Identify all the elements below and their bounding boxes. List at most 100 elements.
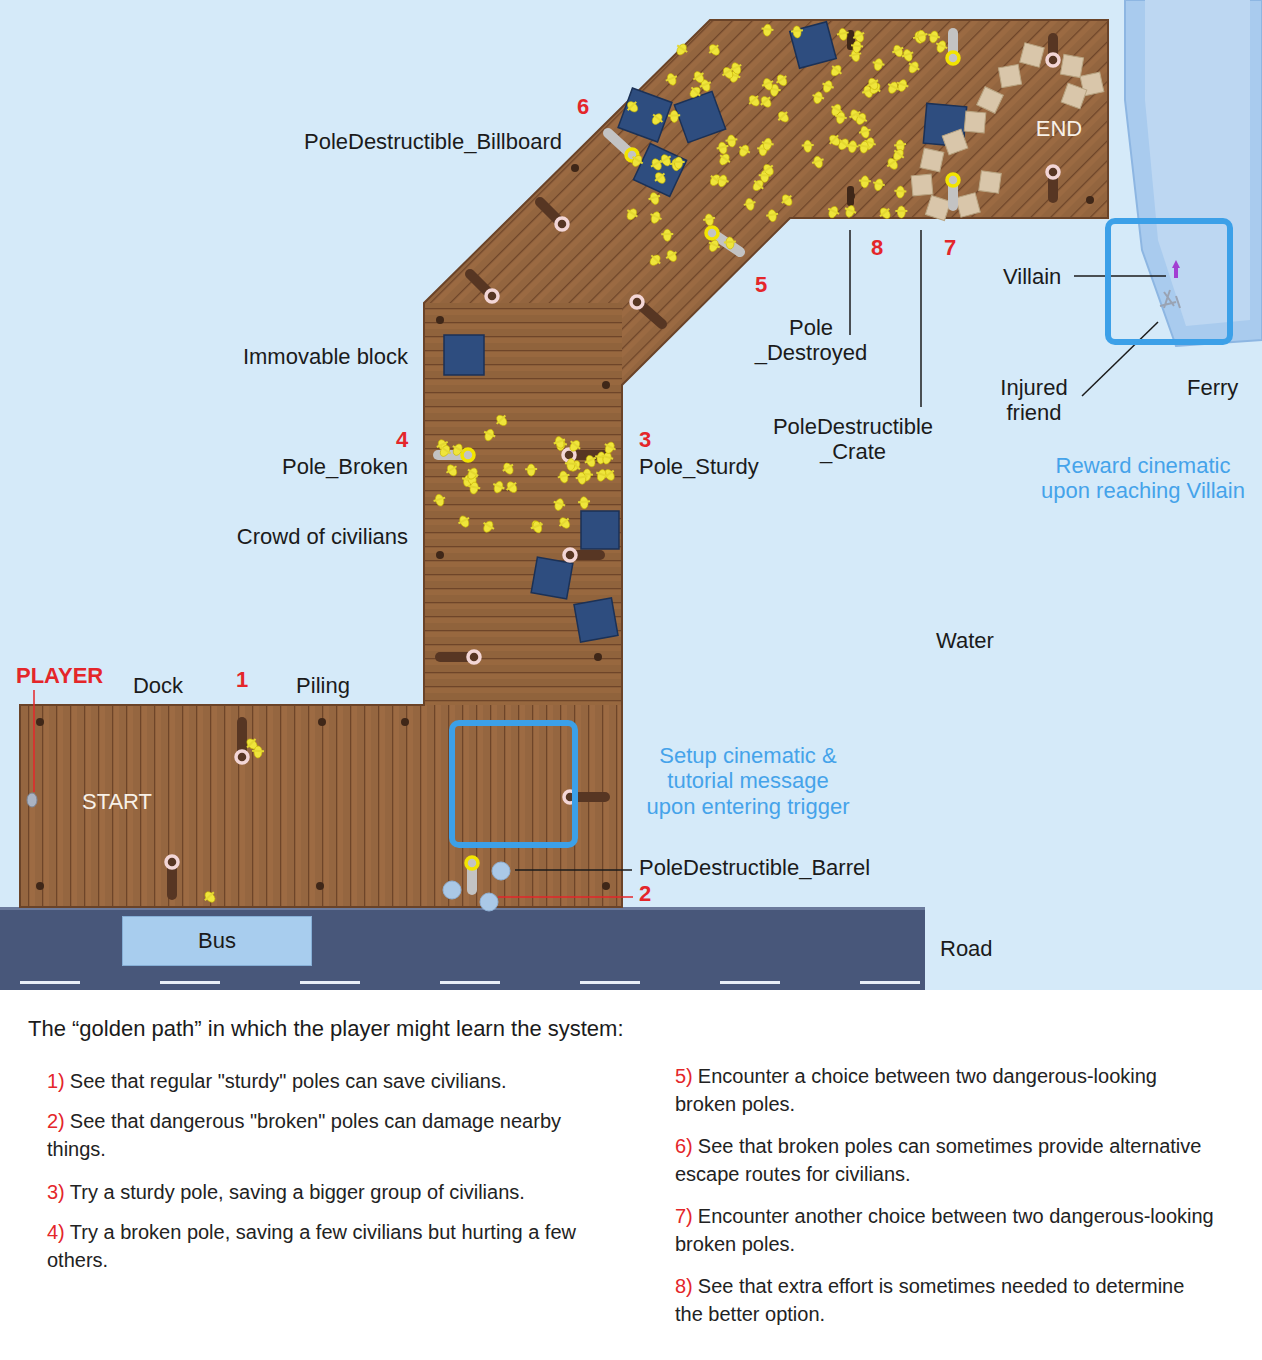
civilian: [432, 493, 447, 508]
golden-path-step: 5)Encounter a choice between two dangero…: [675, 1062, 1215, 1118]
civilian: [444, 462, 461, 479]
crate: [1061, 83, 1087, 109]
sturdy-pole: [166, 856, 178, 895]
civilian: [664, 248, 680, 264]
barrels: [443, 862, 510, 911]
civilian: [765, 209, 779, 223]
civilian: [491, 479, 507, 495]
callout-number: 3: [639, 427, 651, 452]
injured-friend-figure: [1160, 290, 1180, 308]
map-label: Pole_Sturdy: [639, 454, 759, 479]
piling: [318, 718, 326, 726]
golden-path-step: 2)See that dangerous "broken" poles can …: [47, 1107, 587, 1163]
civilian: [624, 206, 641, 223]
civilian: [885, 80, 901, 96]
civilian: [760, 161, 777, 178]
piling: [401, 718, 409, 726]
page-ground: [0, 990, 1262, 1360]
barrel: [480, 893, 498, 911]
piling: [36, 718, 44, 726]
step-text: See that extra effort is sometimes neede…: [675, 1275, 1184, 1325]
ferry-deck: [1145, 0, 1250, 326]
sturdy-pole: [1047, 166, 1059, 198]
sturdy-pole: [236, 722, 248, 763]
poles: [166, 33, 1059, 895]
map-label: Immovable block: [243, 344, 408, 369]
crate: [979, 171, 1002, 194]
civilian: [790, 25, 803, 38]
civilian: [493, 412, 510, 429]
civilian: [661, 229, 673, 241]
crate: [925, 195, 950, 220]
civilian: [525, 464, 537, 476]
destroyed-pole: [847, 186, 854, 206]
golden-path-step: 4)Try a broken pole, saving a few civili…: [47, 1218, 587, 1274]
civilian: [647, 252, 664, 269]
civilian: [648, 210, 664, 226]
civilian: [760, 76, 776, 92]
golden-path-step: 1)See that regular "sturdy" poles can sa…: [47, 1067, 587, 1095]
civilian: [664, 72, 680, 88]
vehicle-box: Bus: [122, 916, 312, 966]
civilian: [673, 41, 690, 58]
crate: [1060, 54, 1083, 77]
civilian: [480, 519, 496, 535]
civilian: [202, 889, 219, 906]
civilian: [557, 470, 571, 484]
sturdy-pole: [470, 274, 498, 302]
civilian: [736, 143, 752, 159]
step-text: Encounter a choice between two dangerous…: [675, 1065, 1157, 1115]
map-label: PoleDestructible_Billboard: [304, 129, 562, 154]
civilian: [578, 496, 591, 509]
trigger-note: Setup cinematic & tutorial message upon …: [644, 743, 852, 819]
civilian: [629, 153, 646, 170]
step-number: 2): [47, 1110, 65, 1132]
dock-deck: [20, 705, 622, 907]
lane-dash: [300, 981, 360, 984]
civilian: [658, 152, 674, 168]
leader-line: [920, 230, 922, 407]
civilian: [853, 111, 869, 127]
civilian: [894, 186, 907, 199]
civilian: [811, 155, 826, 170]
civilian: [811, 90, 826, 105]
map-label: Villain: [1003, 264, 1061, 289]
civilian: [649, 111, 666, 128]
civilian: [715, 173, 730, 188]
civilian: [706, 41, 723, 58]
lane-dash: [20, 981, 80, 984]
map-label: Water: [936, 628, 994, 653]
civilian: [858, 125, 873, 140]
immovable-block: [531, 557, 573, 599]
crate: [942, 129, 968, 155]
civilian: [746, 92, 763, 109]
villain-figure: [1172, 260, 1180, 278]
leader-line: [33, 690, 35, 792]
immovable-block: [790, 22, 837, 69]
golden-path-step: 6)See that broken poles can sometimes pr…: [675, 1132, 1215, 1188]
immovable-block: [618, 88, 672, 142]
sturdy-pole: [1047, 38, 1059, 66]
piling: [602, 381, 610, 389]
civilian: [602, 440, 618, 456]
water: [0, 0, 1262, 990]
civilian: [566, 437, 583, 454]
civilian: [858, 175, 871, 188]
sturdy-pole: [440, 651, 480, 663]
step-text: Try a broken pole, saving a few civilian…: [47, 1221, 576, 1271]
vehicle-label: Bus: [198, 928, 236, 954]
civilian: [743, 197, 758, 212]
civilian: [652, 170, 669, 187]
map-label: END: [1036, 116, 1082, 141]
civilian: [504, 479, 521, 496]
golden-path-step: 3)Try a sturdy pole, saving a bigger gro…: [47, 1178, 587, 1206]
civilian: [842, 204, 858, 220]
leader-lines: [34, 230, 1166, 897]
broken-pole: [947, 33, 959, 64]
civilian: [530, 519, 546, 535]
civilian: [779, 192, 796, 209]
broken-pole: [706, 227, 740, 252]
leader-line: [849, 230, 851, 335]
civilian: [761, 23, 774, 36]
callout-number: 2: [639, 881, 651, 906]
